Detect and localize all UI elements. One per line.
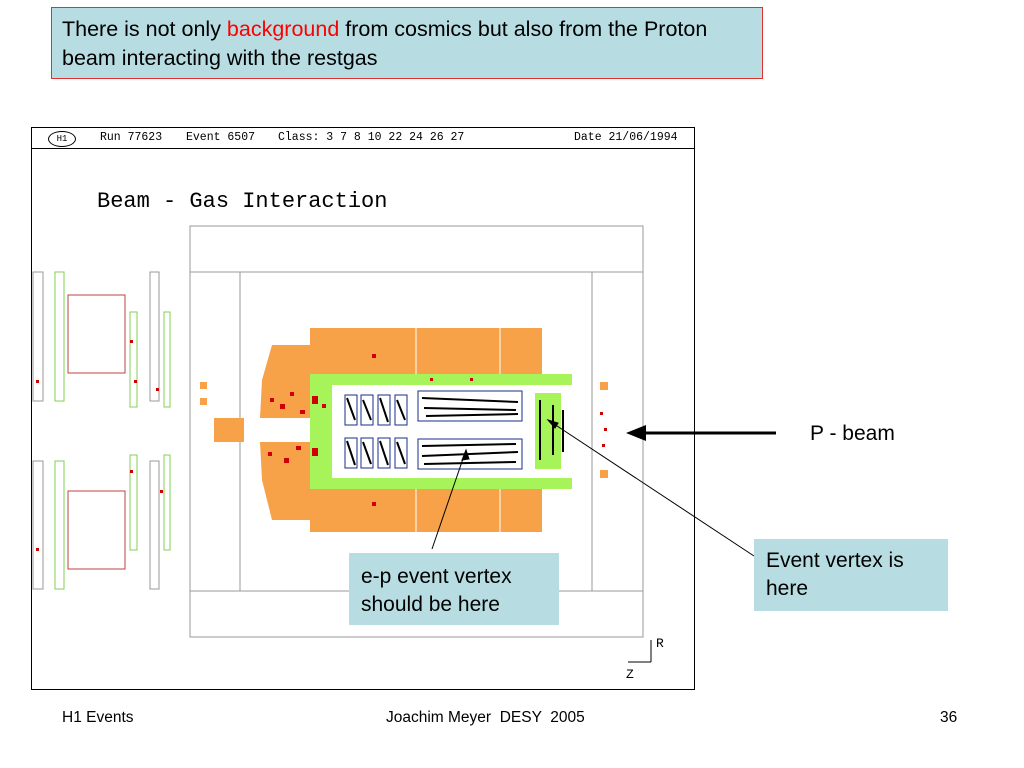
event-vertex-line1: Event vertex is xyxy=(766,549,904,572)
axis-z-label: Z xyxy=(626,667,634,682)
event-vertex-line2: here xyxy=(766,577,809,600)
event-display-heading: Beam - Gas Interaction xyxy=(97,189,388,214)
ep-vertex-line2: should be here xyxy=(361,593,500,616)
axis-r-label: R xyxy=(656,636,664,651)
rz-axis-icon xyxy=(628,640,652,663)
ep-vertex-callout: e-p event vertex should be here xyxy=(349,553,559,625)
track-hits xyxy=(346,397,564,466)
h1-logo-icon: H1 xyxy=(48,131,76,147)
tracking-chambers xyxy=(344,390,523,470)
run-number: Run 77623 xyxy=(100,131,163,144)
event-vertex-callout: Event vertex is here xyxy=(754,539,948,611)
p-beam-label: P - beam xyxy=(810,422,895,445)
footer-center: Joachim Meyer DESY 2005 xyxy=(386,709,585,726)
slide-title-box: There is not only background from cosmic… xyxy=(51,7,763,79)
title-text-end: from cosmics but also from the Proton be… xyxy=(62,17,708,70)
forward-stations xyxy=(32,271,171,590)
event-display-header: H1 Run 77623 Event 6507 Class: 3 7 8 10 … xyxy=(32,128,694,149)
calorimeter xyxy=(200,328,608,532)
event-number: Event 6507 xyxy=(186,131,256,144)
ep-vertex-line1: e-p event vertex xyxy=(361,565,512,588)
event-class: Class: 3 7 8 10 22 24 26 27 xyxy=(278,131,465,144)
energy-hits xyxy=(36,340,607,551)
annotation-pointers xyxy=(431,419,755,557)
title-text-start: There is not only xyxy=(62,17,227,41)
page-number: 36 xyxy=(940,709,958,726)
p-beam-arrow-icon xyxy=(626,425,776,441)
title-highlight-word: background xyxy=(226,17,340,41)
calorimeter-dividers xyxy=(415,328,501,532)
footer-left: H1 Events xyxy=(62,709,134,726)
event-date: Date 21/06/1994 xyxy=(574,131,678,144)
